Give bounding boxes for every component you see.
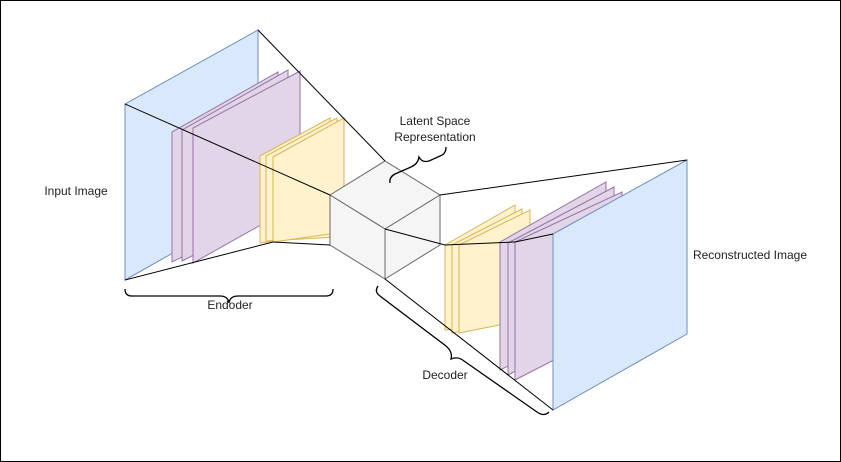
cube-right-face: [384, 194, 441, 280]
encoder-brace: [124, 288, 334, 304]
funnel-lines: [124, 29, 688, 411]
latent-label-line-2: Representation: [394, 130, 475, 144]
input-image-label: Input Image: [44, 184, 108, 198]
encoder-label: Endoder: [207, 298, 252, 312]
decoder-funnel-line-top: [439, 159, 688, 196]
latent-space-cube: [329, 160, 441, 280]
decoder-brace: [375, 285, 550, 416]
latent-label-line-1: Latent Space: [400, 114, 471, 128]
encoder-pool-layers: [259, 117, 345, 244]
reconstructed-image-plane: [552, 159, 688, 411]
encoder-funnel-line-lower: [124, 241, 274, 281]
encoder-funnel-line-top: [257, 29, 386, 162]
decoder-label: Decoder: [422, 368, 467, 382]
reconstructed-image-label: Reconstructed Image: [693, 248, 807, 262]
encoder-funnel-line-lower-2: [272, 241, 331, 246]
decoder-funnel-line-mid-3: [514, 233, 554, 243]
decoder-funnel-line-mid-2: [444, 241, 516, 246]
decoder-funnel-line-mid: [384, 228, 446, 246]
decoder-funnel-line-bottom: [384, 278, 554, 411]
encoder-funnel-line-upper: [124, 103, 331, 196]
latent-brace: [389, 146, 447, 184]
